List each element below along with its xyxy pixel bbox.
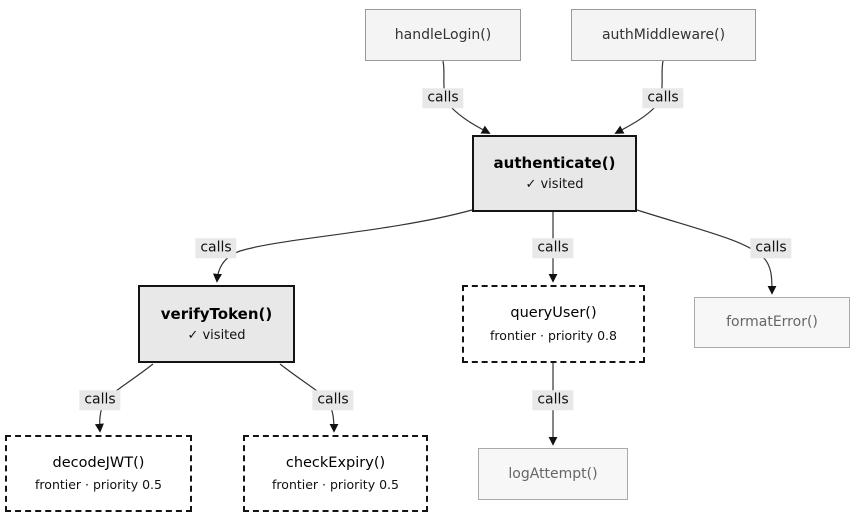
node-status-visited: ✓ visited [525, 177, 584, 193]
node-label: authMiddleware() [601, 26, 726, 43]
edge-authenticate-verifytoken [212, 209, 473, 283]
node-status-frontier: frontier · priority 0.5 [35, 477, 162, 493]
node-label: handleLogin() [394, 26, 492, 43]
node-handle-login: handleLogin() [365, 9, 521, 61]
node-label: authenticate() [493, 154, 616, 173]
edge-label-calls: calls [750, 238, 792, 258]
node-label: formatError() [726, 314, 818, 331]
node-label: queryUser() [510, 305, 597, 322]
node-label: checkExpiry() [285, 454, 386, 471]
node-label: verifyToken() [160, 304, 273, 323]
node-check-expiry: checkExpiry() frontier · priority 0.5 [243, 435, 428, 512]
edge-label-calls: calls [532, 238, 574, 258]
edge-label-calls: calls [312, 390, 354, 410]
node-log-attempt: logAttempt() [478, 448, 628, 500]
node-label: decodeJWT() [52, 454, 145, 471]
node-verify-token: verifyToken() ✓ visited [138, 285, 295, 363]
node-auth-middleware: authMiddleware() [571, 9, 756, 61]
node-status-visited: ✓ visited [187, 327, 246, 343]
node-status-frontier: frontier · priority 0.5 [272, 477, 399, 493]
edge-label-calls: calls [422, 88, 464, 108]
node-label: logAttempt() [508, 465, 598, 482]
node-format-error: formatError() [694, 297, 850, 348]
edge-label-calls: calls [532, 390, 574, 410]
edge-label-calls: calls [642, 88, 684, 108]
node-authenticate: authenticate() ✓ visited [472, 135, 637, 212]
node-status-frontier: frontier · priority 0.8 [490, 327, 617, 343]
edge-label-calls: calls [195, 238, 237, 258]
edge-label-calls: calls [79, 390, 121, 410]
node-decode-jwt: decodeJWT() frontier · priority 0.5 [5, 435, 192, 512]
node-query-user: queryUser() frontier · priority 0.8 [462, 285, 645, 363]
